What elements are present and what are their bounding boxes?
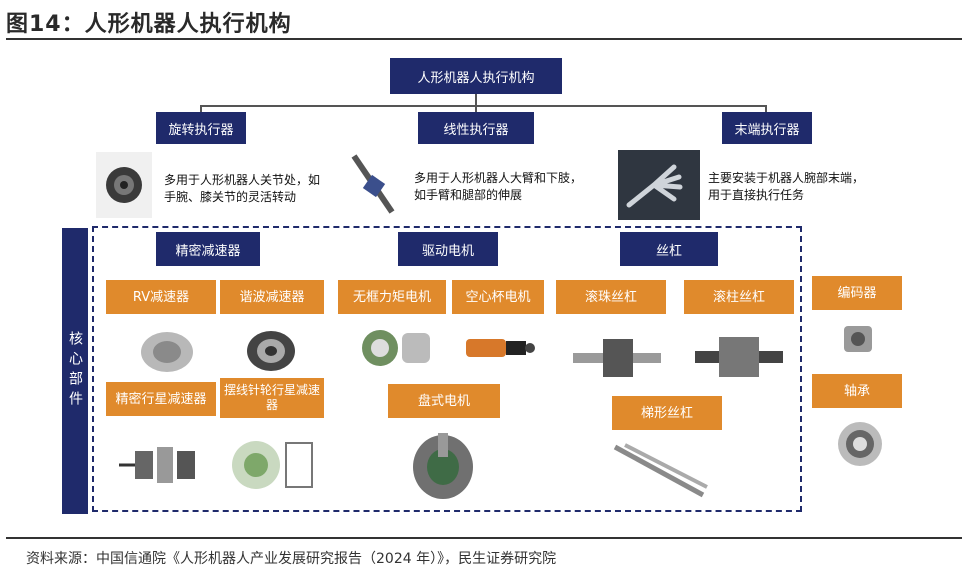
core-components-box bbox=[92, 226, 802, 512]
group-motor: 驱动电机 bbox=[398, 232, 498, 266]
actuator-end: 末端执行器 bbox=[722, 112, 812, 144]
item-rv-reducer: RV减速器 bbox=[106, 280, 216, 314]
item-planetary-reducer: 精密行星减速器 bbox=[106, 382, 216, 416]
end-effector-image bbox=[618, 150, 700, 220]
planetary-reducer-image bbox=[108, 428, 218, 502]
bearing-image bbox=[832, 414, 888, 474]
connector bbox=[475, 94, 477, 106]
frameless-motor-image bbox=[356, 320, 436, 376]
linear-desc: 多用于人形机器人大臂和下肢， 如手臂和腿部的伸展 bbox=[414, 170, 582, 204]
cycloid-reducer-image bbox=[222, 426, 326, 502]
actuator-linear: 线性执行器 bbox=[418, 112, 534, 144]
item-frameless-torque-motor: 无框力矩电机 bbox=[338, 280, 446, 314]
connector bbox=[475, 105, 477, 115]
item-disc-motor: 盘式电机 bbox=[388, 384, 500, 418]
roller-screw-image bbox=[686, 318, 792, 396]
rotary-desc-line: 多用于人形机器人关节处，如 bbox=[164, 173, 321, 187]
item-trapezoidal-screw: 梯形丝杠 bbox=[612, 396, 722, 430]
coreless-motor-image bbox=[456, 320, 540, 376]
footer-rule bbox=[6, 537, 962, 539]
item-harmonic-reducer: 谐波减速器 bbox=[220, 280, 324, 314]
linear-desc-line: 如手臂和腿部的伸展 bbox=[414, 188, 523, 202]
connector bbox=[200, 105, 766, 107]
title-rule bbox=[6, 38, 962, 40]
item-roller-screw: 滚柱丝杠 bbox=[684, 280, 794, 314]
end-desc: 主要安装于机器人腕部末端， 用于直接执行任务 bbox=[708, 170, 864, 204]
connector bbox=[765, 105, 767, 115]
figure-title: 图14：人形机器人执行机构 bbox=[6, 12, 292, 37]
linear-desc-line: 多用于人形机器人大臂和下肢， bbox=[414, 171, 583, 185]
rv-reducer-image bbox=[132, 324, 202, 380]
harmonic-reducer-image bbox=[236, 326, 306, 376]
root-node: 人形机器人执行机构 bbox=[390, 58, 562, 94]
rotary-desc: 多用于人形机器人关节处，如 手腕、膝关节的灵活转动 bbox=[164, 172, 320, 206]
actuator-rotary: 旋转执行器 bbox=[156, 112, 246, 144]
encoder-image bbox=[836, 314, 880, 364]
trapezoidal-screw-image bbox=[604, 436, 714, 506]
connector bbox=[200, 105, 202, 115]
item-coreless-motor: 空心杯电机 bbox=[452, 280, 544, 314]
linear-actuator-image bbox=[346, 150, 402, 220]
end-desc-line: 用于直接执行任务 bbox=[708, 188, 805, 202]
disc-motor-image bbox=[404, 426, 482, 506]
item-cycloid-reducer: 摆线针轮行星减速器 bbox=[220, 378, 324, 418]
end-desc-line: 主要安装于机器人腕部末端， bbox=[708, 171, 865, 185]
group-screw: 丝杠 bbox=[620, 232, 718, 266]
item-bearing: 轴承 bbox=[812, 374, 902, 408]
item-ball-screw: 滚珠丝杠 bbox=[556, 280, 666, 314]
group-reducer: 精密减速器 bbox=[156, 232, 260, 266]
rotary-desc-line: 手腕、膝关节的灵活转动 bbox=[164, 190, 297, 204]
core-components-label: 核心部件 bbox=[62, 228, 88, 514]
ball-screw-image bbox=[566, 322, 668, 392]
rotary-actuator-image bbox=[96, 152, 152, 218]
item-encoder: 编码器 bbox=[812, 276, 902, 310]
source-note: 资料来源：中国信通院《人形机器人产业发展研究报告（2024 年）》，民生证券研究… bbox=[26, 551, 557, 567]
